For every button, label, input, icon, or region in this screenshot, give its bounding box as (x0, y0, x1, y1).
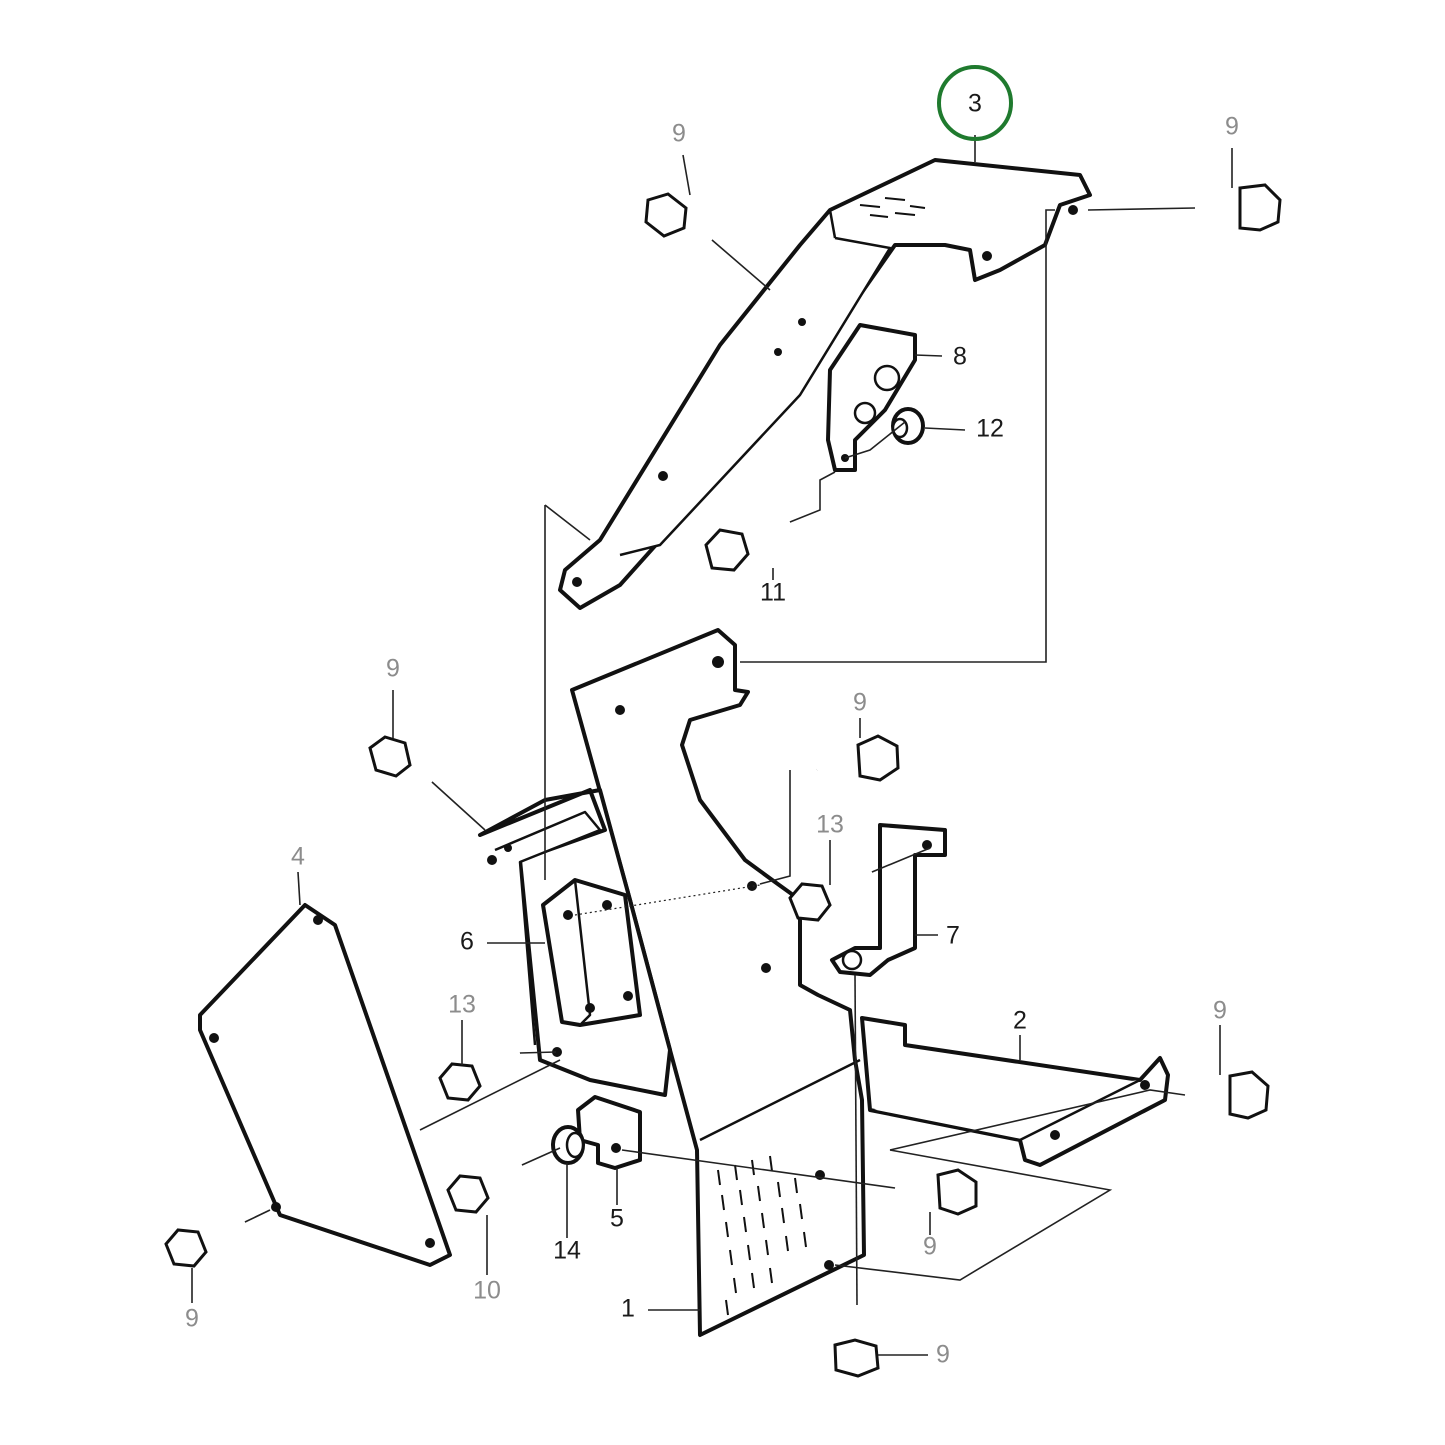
label-part-12[interactable]: 12 (976, 415, 1004, 443)
part-12-spacer[interactable] (891, 407, 925, 445)
label-part-6[interactable]: 6 (460, 928, 474, 956)
label-part-9-right[interactable]: 9 (1213, 997, 1227, 1025)
label-part-8[interactable]: 8 (953, 343, 967, 371)
part-14-nut[interactable] (551, 1125, 585, 1165)
label-part-9-mid-right[interactable]: 9 (853, 689, 867, 717)
bolt-9-lower-center[interactable] (894, 1168, 978, 1216)
label-part-4[interactable]: 4 (291, 843, 305, 871)
part-5-clip[interactable] (576, 1095, 642, 1170)
bolt-9-mid-right[interactable] (815, 734, 900, 782)
grip-slots (717, 1155, 807, 1316)
label-part-9-bottom-left[interactable]: 9 (185, 1305, 199, 1333)
label-part-13-right[interactable]: 13 (816, 811, 844, 839)
label-part-3[interactable]: 3 (968, 90, 982, 118)
bolt-11[interactable] (704, 517, 793, 572)
part-2-lower-rail[interactable] (860, 1016, 1170, 1167)
highlight-ring (937, 65, 1013, 141)
label-part-11[interactable]: 11 (760, 579, 786, 607)
part-6-mount-bracket[interactable] (541, 878, 642, 1027)
assembly-lines (244, 207, 1196, 1306)
bolt-9-bottom[interactable] (833, 1305, 880, 1378)
bolt-9-top-right[interactable] (1195, 183, 1282, 232)
label-part-9-mid-left[interactable]: 9 (386, 655, 400, 683)
label-part-13-left[interactable]: 13 (448, 991, 476, 1019)
callout-labels: 3 9 9 8 12 11 9 9 13 4 6 7 13 2 9 5 9 14… (185, 90, 1239, 1369)
label-part-9-bottom[interactable]: 9 (936, 1341, 950, 1369)
label-part-9-top-left[interactable]: 9 (672, 120, 686, 148)
part-4-cover-plate[interactable] (198, 903, 452, 1267)
bolt-9-bottom-left[interactable] (164, 1217, 247, 1268)
label-part-5[interactable]: 5 (610, 1205, 624, 1233)
bolt-9-right[interactable] (1185, 1070, 1270, 1120)
label-part-2[interactable]: 2 (1013, 1007, 1027, 1035)
label-part-1[interactable]: 1 (621, 1295, 635, 1323)
part-8-hinge-block[interactable] (826, 323, 917, 472)
bolt-13-right[interactable] (788, 867, 875, 922)
bolt-13-left[interactable] (438, 1048, 523, 1102)
bolt-9-mid-left[interactable] (368, 735, 435, 787)
stamped-text-marks (859, 197, 926, 218)
bolt-9-top-left[interactable] (644, 192, 714, 245)
bolt-10[interactable] (446, 1160, 525, 1214)
part-3-upper-bracket[interactable] (558, 158, 1092, 610)
label-part-7[interactable]: 7 (946, 922, 960, 950)
label-part-14[interactable]: 14 (553, 1237, 581, 1265)
label-part-10[interactable]: 10 (473, 1277, 501, 1305)
label-part-9-lower-center[interactable]: 9 (923, 1233, 937, 1261)
part-7-small-bracket[interactable] (830, 823, 947, 977)
label-part-9-top-right[interactable]: 9 (1225, 113, 1239, 141)
leader-lines (191, 135, 1233, 1356)
